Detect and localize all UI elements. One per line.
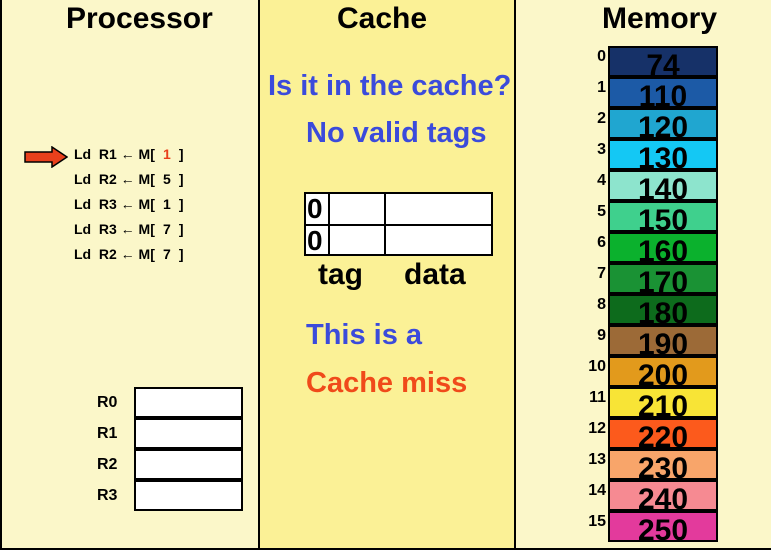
memory-address: 0	[597, 48, 606, 65]
instruction-close-bracket: ]	[178, 246, 184, 262]
cache-line-0: 0	[306, 194, 491, 224]
instruction-close-bracket: ]	[178, 196, 184, 212]
cache-question: Is it in the cache?	[268, 70, 512, 102]
memory-address: 7	[597, 265, 606, 282]
memory-address: 1	[597, 79, 606, 96]
instruction-close-bracket: ]	[178, 146, 184, 162]
memory-cell: 130	[608, 139, 718, 170]
instruction-row: Ld R1 ← M[ 1]	[74, 146, 184, 162]
memory-address: 11	[589, 389, 606, 406]
register-value-box	[134, 387, 243, 418]
instruction-address: 7	[162, 221, 171, 237]
memory-cell: 120	[608, 108, 718, 139]
memory-value: 150	[637, 204, 689, 232]
memory-value: 180	[637, 297, 689, 325]
memory-address: 6	[597, 234, 606, 251]
register-value-box	[134, 480, 243, 511]
memory-value: 110	[638, 80, 688, 108]
memory-value: 200	[637, 359, 689, 387]
instruction-op: Ld R3 ← M[	[74, 221, 155, 237]
memory-address: 10	[588, 358, 606, 375]
instruction-close-bracket: ]	[178, 171, 184, 187]
cache-row-divider	[306, 224, 491, 226]
memory-value: 230	[637, 452, 689, 480]
cache-title: Cache	[337, 2, 428, 35]
instruction-op: Ld R1 ← M[	[74, 146, 155, 162]
bottom-border	[0, 548, 771, 550]
memory-cell: 200	[608, 356, 718, 387]
memory-cell: 230	[608, 449, 718, 480]
instruction-address: 7	[162, 246, 171, 262]
instruction-row: Ld R3 ← M[ 1]	[74, 196, 184, 212]
memory-address: 8	[597, 296, 606, 313]
data-cell	[386, 194, 491, 224]
memory-address: 15	[588, 513, 606, 530]
cache-line-1: 0	[306, 226, 491, 256]
instruction-op: Ld R3 ← M[	[74, 196, 155, 212]
memory-cell: 160	[608, 232, 718, 263]
valid-bit: 0	[306, 194, 330, 224]
memory-value: 160	[637, 235, 689, 263]
result-line-2: Cache miss	[306, 367, 468, 399]
tag-cell	[330, 226, 386, 256]
instruction-row: Ld R2 ← M[ 5]	[74, 171, 184, 187]
memory-address: 9	[597, 327, 606, 344]
memory-address: 12	[588, 420, 606, 437]
memory-cell: 180	[608, 294, 718, 325]
current-instruction-arrow-icon	[24, 146, 68, 168]
register-label: R1	[97, 425, 118, 442]
memory-address: 5	[597, 203, 606, 220]
instruction-close-bracket: ]	[178, 221, 184, 237]
memory-address: 4	[597, 172, 606, 189]
processor-title: Processor	[66, 2, 213, 35]
memory-address: 3	[597, 141, 606, 158]
instruction-op: Ld R2 ← M[	[74, 246, 155, 262]
memory-cell: 170	[608, 263, 718, 294]
memory-value: 130	[637, 142, 689, 170]
data-column-label: data	[404, 258, 466, 291]
memory-cell: 250	[608, 511, 718, 542]
instruction-row: Ld R3 ← M[ 7]	[74, 221, 184, 237]
register-label: R3	[97, 487, 118, 504]
memory-address: 14	[588, 482, 606, 499]
memory-cell: 74	[608, 46, 718, 77]
memory-cell: 140	[608, 170, 718, 201]
cache-panel	[260, 0, 516, 549]
memory-cell: 190	[608, 325, 718, 356]
register-value-box	[134, 449, 243, 480]
cache-table: 0 0	[304, 192, 493, 256]
memory-value: 210	[637, 390, 689, 418]
memory-value: 170	[637, 266, 689, 294]
memory-value: 240	[637, 483, 689, 511]
data-cell	[386, 226, 491, 256]
memory-cell: 110	[608, 77, 718, 108]
tag-cell	[330, 194, 386, 224]
instruction-op: Ld R2 ← M[	[74, 171, 155, 187]
instruction-row: Ld R2 ← M[ 7]	[74, 246, 184, 262]
memory-value: 190	[637, 328, 689, 356]
instruction-address: 1	[162, 196, 171, 212]
register-value-box	[134, 418, 243, 449]
memory-cell: 240	[608, 480, 718, 511]
memory-value: 74	[646, 49, 680, 77]
memory-title: Memory	[602, 2, 718, 35]
memory-address: 2	[597, 110, 606, 127]
memory-cell: 210	[608, 387, 718, 418]
register-label: R2	[97, 456, 118, 473]
memory-cell: 220	[608, 418, 718, 449]
cache-note: No valid tags	[306, 117, 487, 149]
instruction-address: 5	[162, 171, 171, 187]
memory-address: 13	[588, 451, 606, 468]
valid-bit: 0	[306, 226, 330, 256]
memory-value: 140	[637, 173, 689, 201]
tag-column-label: tag	[318, 258, 363, 291]
memory-value: 220	[637, 421, 689, 449]
memory-value: 250	[637, 514, 689, 542]
register-label: R0	[97, 394, 118, 411]
memory-cell: 150	[608, 201, 718, 232]
memory-value: 120	[637, 111, 689, 139]
instruction-address: 1	[162, 146, 171, 162]
result-line-1: This is a	[306, 319, 423, 351]
